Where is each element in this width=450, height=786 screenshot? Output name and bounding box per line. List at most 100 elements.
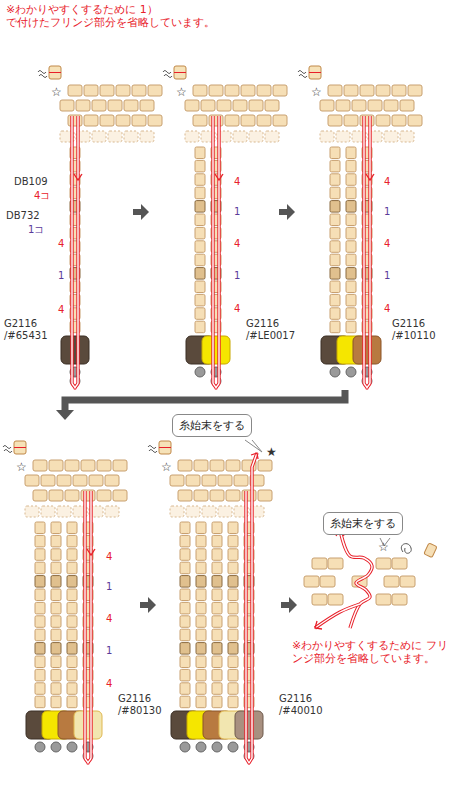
bead-count: 4 — [58, 304, 64, 316]
omitted-bead — [186, 506, 200, 517]
bead — [51, 629, 61, 641]
bead — [228, 696, 238, 708]
bead — [195, 147, 205, 159]
bead — [148, 115, 162, 126]
finish-detail — [304, 530, 437, 629]
omitted-bead — [336, 131, 350, 142]
bead — [228, 629, 238, 641]
wrap-arrow — [65, 390, 345, 412]
bead — [228, 576, 238, 588]
bead — [67, 656, 77, 668]
bead — [196, 683, 206, 695]
bead — [217, 100, 231, 111]
bead — [330, 241, 340, 253]
bead — [180, 643, 190, 655]
bead — [195, 214, 205, 226]
bead — [81, 460, 95, 471]
bead — [257, 115, 271, 126]
bead — [212, 602, 222, 614]
omitted-bead — [320, 131, 334, 142]
bead — [346, 281, 356, 293]
bead — [330, 254, 340, 266]
thread — [85, 491, 91, 763]
thread — [364, 116, 370, 388]
spool-thread — [159, 447, 171, 448]
omitted-bead — [92, 131, 106, 142]
bead — [113, 490, 127, 501]
bead — [320, 100, 334, 111]
thread — [315, 604, 360, 628]
bead — [344, 85, 358, 96]
bead — [33, 460, 47, 471]
bead-code: DB109 — [14, 176, 48, 188]
bead-count: 1 — [106, 645, 112, 657]
bead — [132, 115, 146, 126]
round-bead — [346, 367, 356, 377]
omitted-bead — [185, 131, 199, 142]
bead — [228, 616, 238, 628]
bead-code: G2116 /#65431 — [4, 318, 56, 341]
bead — [180, 535, 190, 547]
bead — [195, 241, 205, 253]
flow-arrows — [56, 204, 345, 613]
bead — [51, 616, 61, 628]
bead — [180, 522, 190, 534]
bead — [328, 85, 342, 96]
bead — [400, 100, 414, 111]
bead — [196, 629, 206, 641]
bead — [194, 460, 208, 471]
end-mark: ★ — [266, 446, 277, 460]
bead — [344, 115, 358, 126]
step-panel — [3, 441, 127, 763]
bead — [195, 227, 205, 239]
bead — [194, 490, 208, 501]
bead — [212, 589, 222, 601]
bead — [57, 475, 71, 486]
bead — [330, 174, 340, 186]
thread-arrowhead — [74, 174, 82, 180]
bead — [113, 460, 127, 471]
bead — [346, 201, 356, 213]
bead — [346, 268, 356, 280]
bead — [346, 174, 356, 186]
bead — [384, 100, 398, 111]
bead — [392, 115, 406, 126]
bead — [346, 227, 356, 239]
bead — [195, 174, 205, 186]
bead — [234, 475, 248, 486]
bead — [304, 576, 319, 587]
bead — [65, 490, 79, 501]
bead — [228, 535, 238, 547]
bead — [41, 475, 55, 486]
bead — [196, 696, 206, 708]
bead — [100, 85, 114, 96]
bead-count: 4 — [58, 238, 64, 250]
bead — [180, 562, 190, 574]
bead — [195, 281, 205, 293]
omitted-bead — [140, 131, 154, 142]
bead — [196, 602, 206, 614]
bead — [116, 115, 130, 126]
bead — [180, 576, 190, 588]
bead — [105, 475, 119, 486]
bead — [67, 616, 77, 628]
bead — [212, 643, 222, 655]
bead — [180, 683, 190, 695]
bead — [384, 576, 399, 587]
bead — [180, 602, 190, 614]
bead — [67, 589, 77, 601]
bead — [51, 696, 61, 708]
thread-arrowhead — [215, 174, 223, 180]
bead — [328, 558, 343, 569]
bead — [51, 643, 61, 655]
thread-tail — [163, 71, 172, 78]
bead — [196, 656, 206, 668]
bead — [209, 85, 223, 96]
bead — [330, 321, 340, 333]
bead — [330, 160, 340, 172]
bead — [178, 490, 192, 501]
thread-core — [213, 116, 219, 388]
bead — [212, 696, 222, 708]
round-bead — [196, 742, 206, 752]
